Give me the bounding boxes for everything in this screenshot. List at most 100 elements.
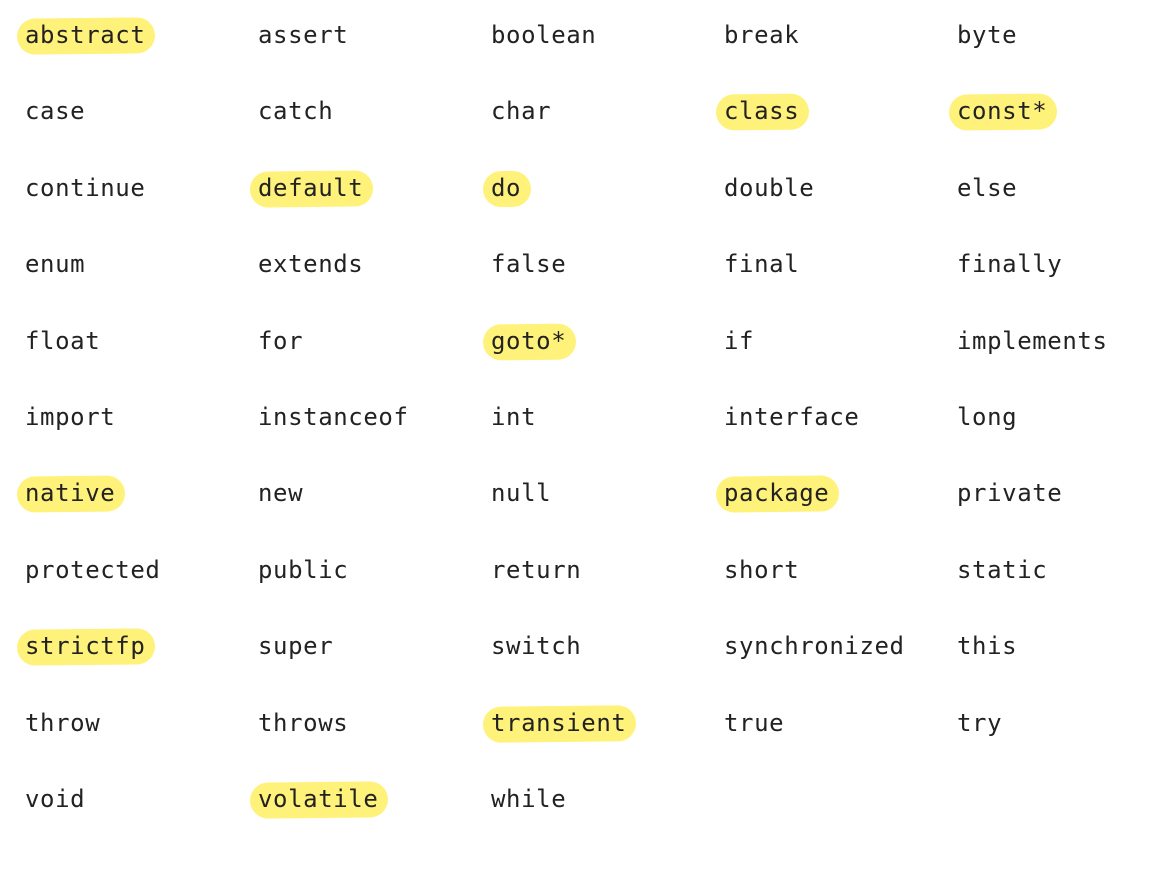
keyword: catch: [258, 96, 333, 126]
keyword-text: throws: [258, 708, 349, 737]
keyword: continue: [25, 173, 145, 203]
keyword: import: [25, 402, 115, 432]
keyword-text: this: [957, 632, 1018, 661]
keyword-text: implements: [957, 326, 1108, 355]
keyword: boolean: [491, 20, 596, 50]
keyword: static: [957, 555, 1047, 585]
keyword-text: transient: [491, 708, 627, 737]
keyword: public: [258, 555, 348, 585]
keyword-text: extends: [258, 250, 364, 279]
keyword-text: default: [258, 173, 364, 202]
keyword: finally: [957, 249, 1062, 279]
keyword-text: double: [724, 173, 815, 202]
keyword-row: void volatile while: [25, 781, 1166, 874]
highlighted-keyword: volatile: [249, 781, 389, 819]
keyword: float: [25, 326, 100, 356]
keyword-text: interface: [724, 402, 860, 431]
highlighted-keyword: package: [715, 475, 840, 513]
keyword-text: abstract: [25, 21, 146, 49]
keyword: extends: [258, 249, 363, 279]
keyword: false: [491, 249, 566, 279]
keyword-text: int: [491, 402, 537, 431]
keyword-text: switch: [491, 632, 582, 661]
highlighted-keyword: default: [249, 170, 374, 208]
keyword-text: break: [724, 21, 800, 49]
keyword-text: synchronized: [724, 632, 905, 661]
keyword-text: if: [724, 326, 755, 355]
keyword: char: [491, 96, 551, 126]
keyword: case: [25, 96, 85, 126]
keyword: throws: [258, 708, 348, 738]
keyword-text: import: [25, 402, 116, 431]
keyword-text: volatile: [258, 784, 379, 813]
keyword-text: new: [258, 479, 304, 508]
keyword: implements: [957, 326, 1108, 356]
highlighted-keyword: class: [715, 93, 810, 131]
highlighted-keyword: strictfp: [16, 628, 156, 666]
keyword: try: [957, 708, 1002, 738]
highlighted-keyword: do: [482, 170, 532, 208]
keyword-row: continue default do double else: [25, 170, 1166, 263]
keyword-text: private: [957, 479, 1063, 508]
keyword-text: false: [491, 250, 567, 279]
keyword: null: [491, 478, 551, 508]
keyword-text: while: [491, 784, 567, 813]
keyword: int: [491, 402, 536, 432]
keyword: enum: [25, 249, 85, 279]
keyword-text: const*: [957, 97, 1048, 126]
keyword-text: static: [957, 555, 1048, 584]
keyword: this: [957, 631, 1017, 661]
keyword-text: else: [957, 173, 1018, 202]
keyword-text: return: [491, 555, 582, 584]
keyword: assert: [258, 20, 348, 50]
keyword-text: boolean: [491, 21, 597, 49]
keyword: else: [957, 173, 1017, 203]
highlighted-keyword: goto*: [482, 323, 577, 361]
keyword-text: native: [25, 479, 116, 508]
keyword: throw: [25, 708, 100, 738]
keyword: private: [957, 478, 1062, 508]
keyword-row: float for goto* if implements: [25, 323, 1166, 416]
keyword-text: instanceof: [258, 402, 409, 431]
keyword-text: package: [724, 479, 830, 508]
keyword-text: super: [258, 632, 334, 661]
keyword-text: for: [258, 326, 304, 355]
keyword: synchronized: [724, 631, 905, 661]
keyword: interface: [724, 402, 859, 432]
keyword-row: throw throws transient true try: [25, 704, 1166, 798]
highlighted-keyword: transient: [482, 704, 637, 743]
keyword-text: assert: [258, 21, 349, 49]
keyword: byte: [957, 20, 1017, 50]
keyword: for: [258, 326, 303, 356]
keyword: void: [25, 784, 85, 814]
keyword-text: continue: [25, 173, 146, 202]
keyword-row: abstract assert boolean break byte: [16, 17, 1166, 110]
keyword-text: true: [724, 708, 785, 737]
keyword-text: protected: [25, 555, 161, 584]
keyword: true: [724, 708, 784, 738]
keyword-text: char: [491, 97, 552, 126]
keyword-text: short: [724, 555, 800, 584]
highlighted-keyword: native: [16, 475, 126, 513]
keyword-text: do: [491, 173, 522, 202]
keyword-text: public: [258, 555, 349, 584]
keyword: super: [258, 631, 333, 661]
keyword-text: throw: [25, 708, 101, 737]
keyword-text: finally: [957, 250, 1063, 279]
keyword: protected: [25, 555, 160, 585]
keyword-text: void: [25, 784, 86, 813]
keyword-text: strictfp: [25, 632, 146, 661]
keyword: if: [724, 326, 754, 356]
keyword-row: case catch char class const*: [25, 93, 1166, 186]
highlighted-keyword: const*: [948, 93, 1058, 131]
keyword: break: [724, 20, 799, 50]
keyword-text: try: [957, 708, 1003, 737]
keyword-text: case: [25, 97, 86, 126]
keyword-text: enum: [25, 250, 86, 279]
keyword: while: [491, 784, 566, 814]
keyword: new: [258, 478, 303, 508]
keyword: return: [491, 555, 581, 585]
keyword-row: protected public return short static: [25, 556, 1166, 645]
keyword-text: catch: [258, 97, 334, 126]
